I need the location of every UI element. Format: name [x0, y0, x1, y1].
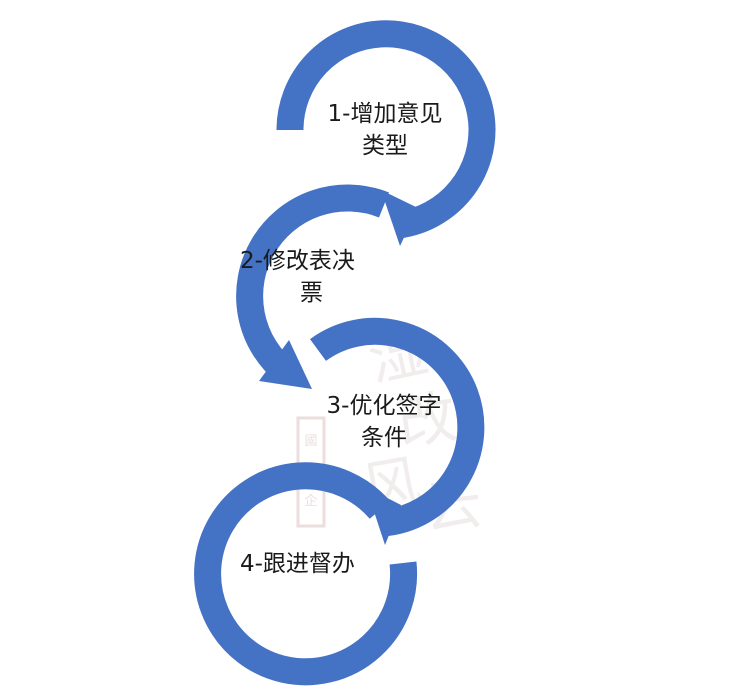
step-4-arc-arrow	[194, 462, 418, 686]
step-3-label: 3-优化签字 条件	[312, 390, 456, 454]
step-4-label: 4-跟进督办	[240, 548, 390, 580]
svg-text:企: 企	[304, 493, 317, 509]
step-2-arc-arrow	[236, 184, 389, 389]
step-3-line2: 条件	[361, 425, 407, 451]
step-2-line1: 2-修改表决	[240, 248, 355, 274]
svg-text:國: 國	[304, 434, 317, 449]
step-1-line2: 类型	[362, 133, 408, 159]
step-1-line1: 1-增加意见	[327, 101, 443, 127]
step-2-line2: 票	[300, 280, 323, 306]
step-1-label: 1-增加意见 类型	[316, 98, 454, 162]
step-4-line1: 4-跟进督办	[240, 551, 355, 577]
svg-text:改: 改	[394, 382, 461, 457]
step-1-arc-arrow	[276, 20, 496, 246]
step-2-label: 2-修改表决 票	[240, 245, 380, 309]
step-3-line1: 3-优化签字	[326, 393, 442, 419]
